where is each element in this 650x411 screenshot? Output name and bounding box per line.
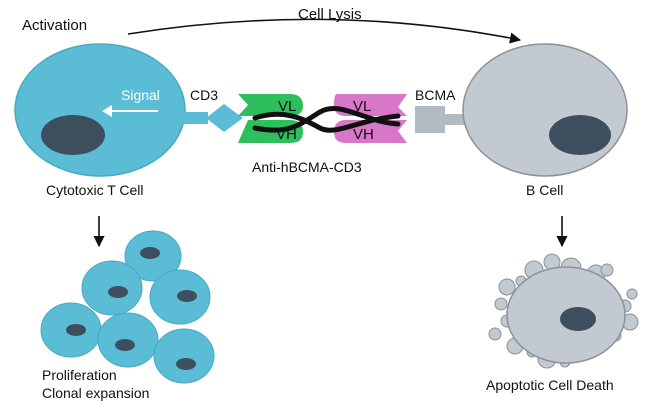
signal-arrowhead-icon [102, 105, 112, 117]
bcma-receptor [415, 106, 445, 133]
cytotoxic-t-cell: Signal [14, 43, 186, 177]
activation-label: Activation [22, 17, 87, 34]
proliferating-t-cells [40, 230, 215, 384]
proliferation-label: Proliferation [42, 367, 117, 383]
cell-lysis-label: Cell Lysis [298, 6, 362, 23]
b-cell-nucleus [549, 115, 611, 155]
antibody-label: Anti-hBCMA-CD3 [252, 159, 362, 175]
apoptosis-label: Apoptotic Cell Death [486, 377, 614, 393]
cd3-receptor [206, 104, 243, 132]
t-cell-body [14, 43, 186, 177]
daughter-t-cell [153, 328, 215, 384]
daughter-t-cell [124, 230, 182, 282]
b-cell-body [462, 43, 628, 177]
domain-vh-right-label: VH [353, 126, 374, 143]
bispecific-antibody: VL VH VL VH [238, 94, 407, 143]
daughter-t-cell [81, 260, 143, 316]
bcma-stalk [444, 114, 470, 125]
b-cell [462, 43, 628, 177]
apoptotic-b-cell [488, 253, 639, 369]
t-cell-label: Cytotoxic T Cell [46, 182, 144, 198]
signal-label: Signal [121, 87, 160, 103]
cell-lysis-arrow [127, 18, 522, 44]
domain-vl-left [238, 94, 303, 116]
domain-vl-right-label: VL [353, 98, 371, 115]
clonal-expansion-label: Clonal expansion [42, 385, 149, 401]
bcma-label: BCMA [415, 87, 456, 103]
cd3-stalk [182, 112, 208, 124]
t-cell-nucleus [41, 115, 105, 155]
domain-vh-left-label: VH [276, 126, 297, 143]
daughter-t-cell [97, 312, 159, 368]
daughter-t-cell [149, 269, 211, 325]
cd3-label: CD3 [190, 87, 218, 103]
apoptotic-b-cell-nucleus [560, 307, 596, 331]
antibody-linker [252, 105, 401, 133]
b-cell-label: B Cell [526, 182, 563, 198]
domain-vl-left-label: VL [278, 98, 296, 115]
daughter-t-cell [40, 302, 102, 358]
